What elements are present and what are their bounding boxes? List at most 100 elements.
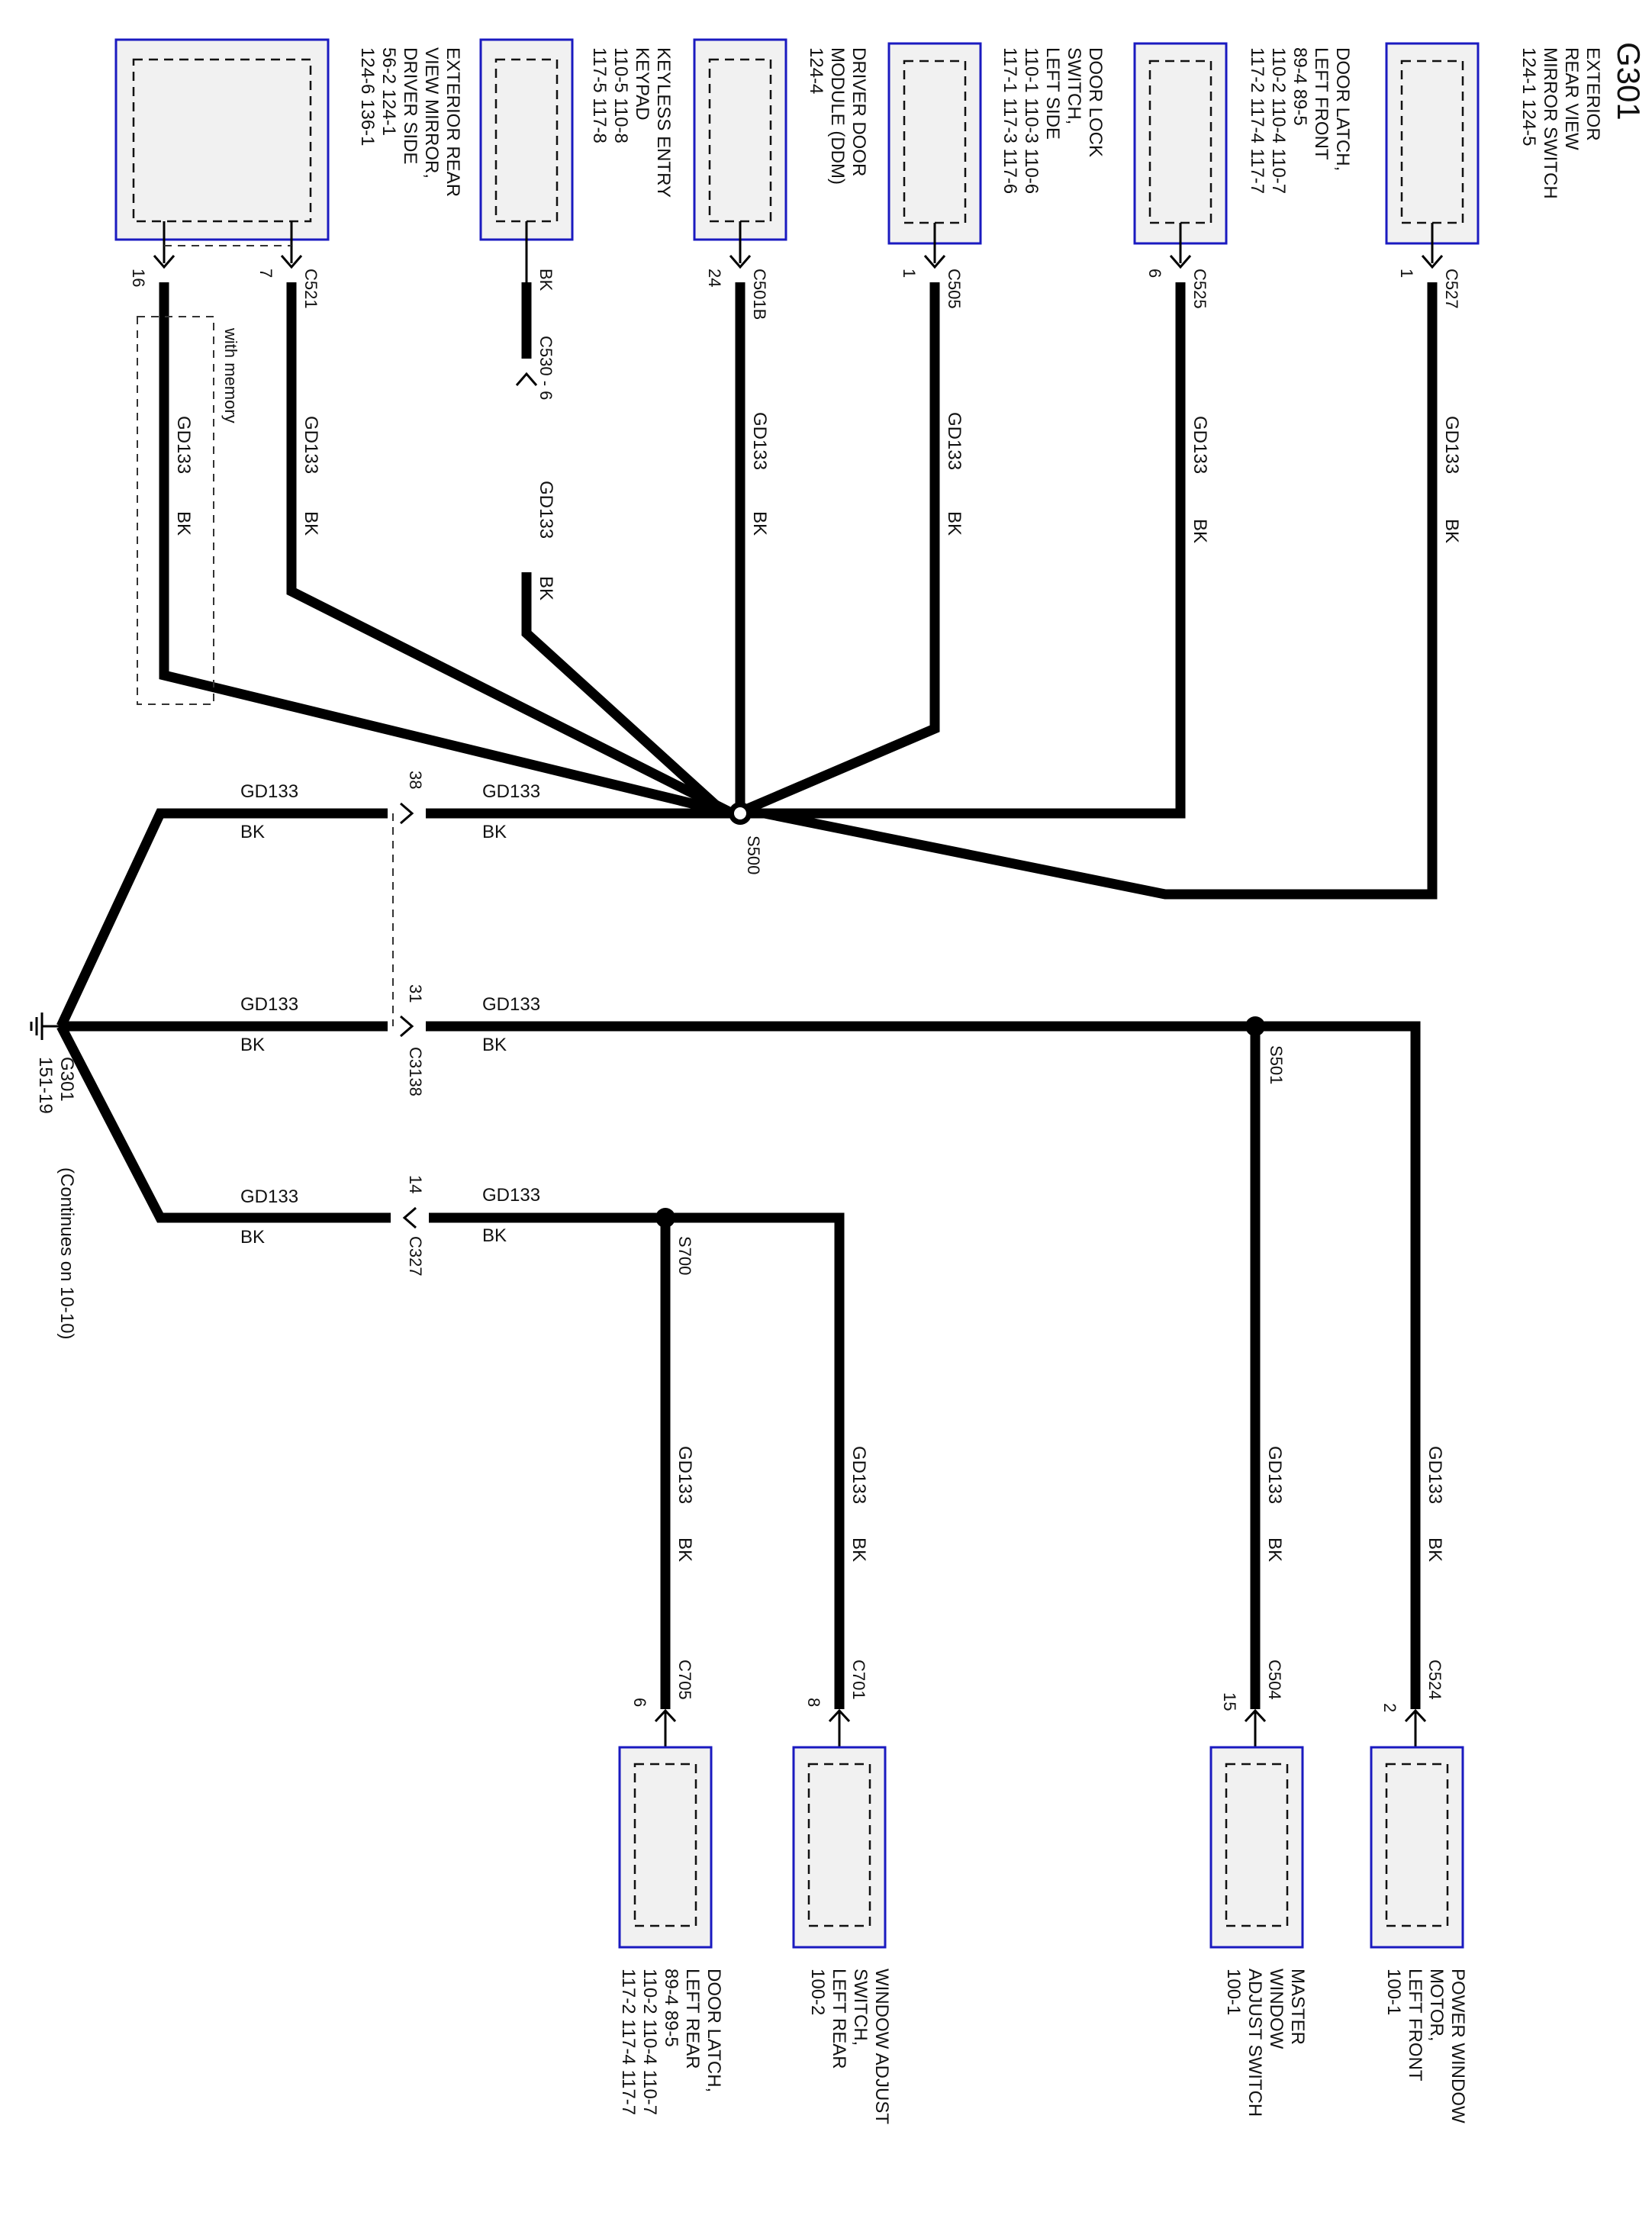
wire-labels-vertical-top: GD133 BK GD133 BK GD133 BK GD133 BK GD13… (173, 412, 1462, 600)
svg-text:124-4: 124-4 (806, 47, 826, 94)
svg-text:110-2 110-4 110-7: 110-2 110-4 110-7 (639, 1969, 660, 2115)
splice-s500-center (734, 807, 746, 819)
svg-text:SWITCH,: SWITCH, (850, 1969, 871, 2046)
svg-text:DOOR LATCH,: DOOR LATCH, (704, 1969, 724, 2092)
pin-c501b: 24 (705, 269, 724, 287)
pin-c525: 6 (1145, 269, 1164, 278)
svg-text:DOOR LATCH,: DOOR LATCH, (1332, 47, 1353, 171)
connector-c701: C701 (849, 1660, 868, 1700)
svg-text:BK: BK (482, 1035, 507, 1055)
connector-c521: C521 (301, 269, 320, 309)
pin-c504: 15 (1220, 1692, 1239, 1711)
svg-text:LEFT REAR: LEFT REAR (682, 1969, 703, 2069)
svg-text:GD133: GD133 (536, 481, 556, 539)
pin-c527: 1 (1397, 269, 1416, 278)
ground-note: (Continues on 10-10) (56, 1167, 77, 1339)
splice-s501 (1245, 1016, 1265, 1036)
svg-text:MIRROR SWITCH: MIRROR SWITCH (1540, 47, 1560, 199)
component-window-switch-left-rear (792, 1711, 887, 1949)
svg-text:DRIVER DOOR: DRIVER DOOR (849, 47, 869, 176)
component-exterior-mirror-switch (1385, 42, 1480, 263)
pin-c524: 2 (1380, 1703, 1399, 1712)
svg-text:GD133: GD133 (1425, 1446, 1445, 1504)
diagram-title: G301 (1611, 42, 1647, 121)
svg-text:S500: S500 (744, 836, 763, 874)
svg-text:BK: BK (482, 822, 507, 842)
svg-text:GD133: GD133 (849, 1446, 869, 1504)
svg-text:MODULE (DDM): MODULE (DDM) (827, 47, 848, 185)
label-exterior-mirror-switch: EXTERIOR REAR VIEW MIRROR SWITCH 124-1 1… (1518, 47, 1603, 199)
svg-text:GD133: GD133 (749, 412, 770, 470)
svg-text:POWER WINDOW: POWER WINDOW (1448, 1969, 1468, 2123)
svg-text:ADJUST SWITCH: ADJUST SWITCH (1245, 1969, 1265, 2117)
svg-text:GD133: GD133 (482, 781, 540, 802)
svg-text:124-1 124-5: 124-1 124-5 (1518, 47, 1539, 146)
svg-text:GD133: GD133 (301, 416, 321, 474)
svg-text:GD133: GD133 (675, 1446, 695, 1504)
ground-ref: 151-19 (35, 1057, 56, 1114)
svg-text:GD133: GD133 (1441, 416, 1462, 474)
component-door-latch-left-front (1133, 42, 1228, 263)
connector-c525: C525 (1190, 269, 1209, 309)
component-master-window-switch (1209, 1711, 1304, 1949)
keypad-wire-color: BK (536, 269, 555, 291)
connector-c705: C705 (675, 1660, 694, 1700)
svg-text:EXTERIOR REAR: EXTERIOR REAR (443, 47, 463, 197)
svg-text:REAR VIEW: REAR VIEW (1561, 47, 1582, 150)
connector-c505: C505 (945, 269, 964, 309)
svg-text:BK: BK (536, 576, 556, 600)
wire-labels-vertical-bottom: GD133 BK GD133 BK GD133 BK GD133 BK (675, 1446, 1445, 1562)
connector-c327: C327 (406, 1236, 425, 1277)
svg-text:BK: BK (240, 1227, 265, 1248)
inline-connector-labels: 38 31 C3138 14 C327 (406, 771, 425, 1277)
svg-text:BK: BK (301, 511, 321, 536)
svg-text:GD133: GD133 (1264, 1446, 1285, 1504)
pin-c521-7: 7 (256, 269, 275, 278)
label-power-window-motor: POWER WINDOW MOTOR, LEFT FRONT 100-1 (1383, 1969, 1468, 2123)
label-driver-door-module: DRIVER DOOR MODULE (DDM) 124-4 (806, 47, 869, 185)
pin-31: 31 (406, 984, 425, 1003)
svg-text:124-6 136-1: 124-6 136-1 (357, 47, 378, 146)
svg-text:BK: BK (675, 1537, 695, 1562)
svg-text:LEFT FRONT: LEFT FRONT (1405, 1969, 1425, 2082)
svg-text:BK: BK (1264, 1537, 1285, 1562)
svg-text:LEFT SIDE: LEFT SIDE (1042, 47, 1063, 140)
svg-text:MASTER: MASTER (1287, 1969, 1308, 2045)
svg-text:KEYPAD: KEYPAD (632, 47, 652, 121)
ground-symbol (30, 1013, 43, 1040)
svg-text:BK: BK (749, 511, 770, 536)
svg-text:56-2 124-1: 56-2 124-1 (378, 47, 399, 136)
connector-c504: C504 (1265, 1660, 1284, 1700)
svg-text:S700: S700 (675, 1236, 694, 1275)
connector-labels-bottom: C524 2 C504 15 C701 8 C705 6 (630, 1660, 1444, 1712)
svg-text:117-1 117-3 117-6: 117-1 117-3 117-6 (1000, 47, 1020, 194)
wires (42, 282, 1438, 1709)
svg-text:S501: S501 (1267, 1045, 1286, 1084)
ground-labels: G301 151-19 (Continues on 10-10) (35, 1057, 77, 1339)
pin-14: 14 (406, 1175, 425, 1193)
svg-text:100-2: 100-2 (807, 1969, 828, 2015)
svg-text:GD133: GD133 (240, 994, 298, 1015)
svg-text:DRIVER SIDE: DRIVER SIDE (400, 47, 420, 164)
svg-text:110-5 110-8: 110-5 110-8 (610, 47, 631, 143)
svg-text:SWITCH,: SWITCH, (1064, 47, 1084, 124)
svg-text:LEFT REAR: LEFT REAR (829, 1969, 849, 2069)
svg-text:WINDOW ADJUST: WINDOW ADJUST (871, 1969, 892, 2124)
component-keyless-entry-keypad (479, 38, 574, 282)
option-box-with-memory (137, 316, 214, 705)
connector-c530: C530 - 6 (536, 336, 555, 400)
svg-text:GD133: GD133 (482, 994, 540, 1015)
connector-chevrons (153, 255, 1444, 1723)
svg-text:BK: BK (173, 511, 194, 536)
svg-text:110-2 110-4 110-7: 110-2 110-4 110-7 (1268, 47, 1289, 194)
svg-text:GD133: GD133 (240, 1186, 298, 1207)
svg-text:BK: BK (240, 822, 265, 842)
svg-text:MOTOR,: MOTOR, (1426, 1969, 1447, 2042)
pin-c705: 6 (630, 1698, 649, 1707)
ground-name: G301 (56, 1057, 77, 1102)
svg-text:89-4 89-5: 89-4 89-5 (1290, 47, 1310, 126)
component-exterior-mirror-driver (114, 38, 330, 263)
svg-text:VIEW MIRROR,: VIEW MIRROR, (421, 47, 442, 179)
label-door-lock-switch: DOOR LOCK SWITCH, LEFT SIDE 110-1 110-3 … (1000, 47, 1106, 194)
